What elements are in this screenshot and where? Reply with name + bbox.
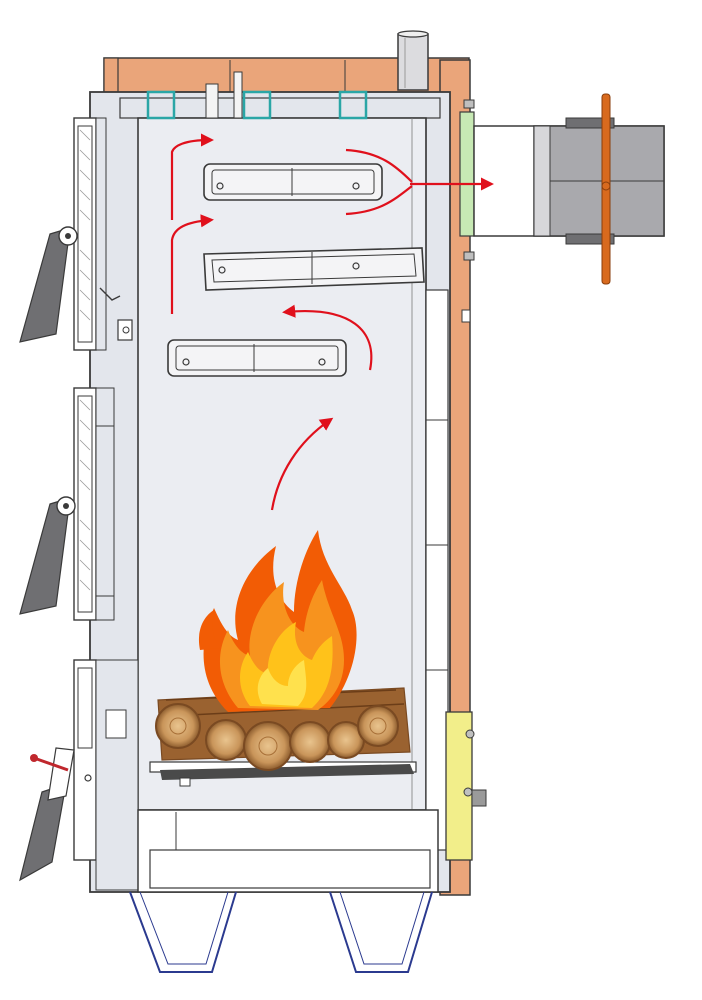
fire-flame bbox=[198, 530, 357, 712]
middle-door bbox=[73, 387, 115, 621]
grate bbox=[149, 761, 417, 787]
baffle-middle bbox=[203, 247, 425, 291]
lower-door bbox=[73, 659, 139, 891]
upper-door-handle bbox=[19, 226, 78, 343]
arrow-up-left-channel-lower bbox=[170, 214, 214, 314]
legs bbox=[129, 891, 433, 973]
baffle-top bbox=[203, 163, 383, 201]
upper-door bbox=[73, 117, 107, 351]
top-lifting-hooks bbox=[146, 71, 368, 120]
arrow-up-left-channel-upper bbox=[170, 133, 214, 220]
firewood-logs bbox=[155, 687, 411, 771]
baffle-lower bbox=[167, 339, 347, 377]
arrow-turn-under-baffle bbox=[282, 304, 373, 371]
damper-rod bbox=[601, 93, 611, 285]
arrow-from-middle-baffle bbox=[345, 185, 413, 216]
upper-latch bbox=[99, 287, 133, 341]
arrow-rising-from-fire bbox=[270, 417, 334, 511]
middle-door-handle bbox=[19, 496, 76, 615]
lower-door-handle bbox=[19, 747, 75, 882]
flue-outlet bbox=[459, 111, 665, 245]
air-regulator-lever bbox=[30, 754, 69, 772]
chimney-stub bbox=[397, 30, 429, 91]
ash-pan bbox=[137, 809, 439, 893]
control-box bbox=[445, 711, 487, 861]
arrow-from-top-baffle bbox=[345, 148, 413, 183]
flow-arrows bbox=[170, 133, 494, 511]
flue-bolts bbox=[461, 99, 475, 323]
